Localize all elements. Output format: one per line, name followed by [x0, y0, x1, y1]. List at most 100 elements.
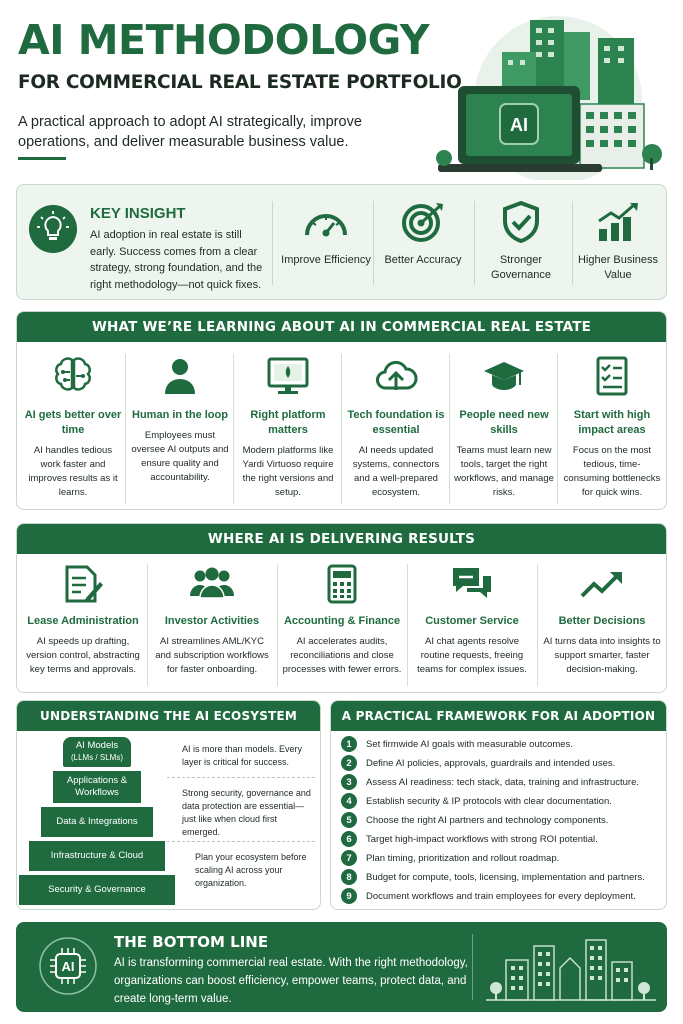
divider: [341, 354, 342, 504]
divider: [125, 354, 126, 504]
divider: [449, 354, 450, 504]
page-title: AI METHODOLOGY: [18, 16, 430, 64]
benefit-label: Improve Efficiency: [281, 254, 371, 266]
step-number: 2: [341, 755, 357, 771]
step-number: 7: [341, 850, 357, 866]
document-pen-icon: [65, 565, 103, 603]
item-text: AI streamlines AML/KYC and subscription …: [155, 636, 269, 675]
learning-item: AI gets better over time AI handles tedi…: [23, 354, 123, 500]
city-laptop-illustration: AI: [436, 16, 662, 180]
item-title: Human in the loop: [132, 409, 228, 421]
step-text: Assess AI readiness: tech stack, data, t…: [366, 776, 639, 788]
learning-item: Human in the loop Employees must oversee…: [130, 354, 230, 485]
bottom-line-text: AI is transforming commercial real estat…: [114, 957, 468, 1005]
results-section: WHERE AI IS DELIVERING RESULTS Lease Adm…: [16, 523, 667, 693]
tier-label: AI Models: [75, 740, 119, 751]
ecosystem-note: Plan your ecosystem before scaling AI ac…: [195, 852, 307, 888]
divider: [407, 564, 408, 686]
step-text: Define AI policies, approvals, guardrail…: [366, 757, 616, 769]
step-number: 3: [341, 774, 357, 790]
step-text: Budget for compute, tools, licensing, im…: [366, 871, 645, 883]
benefit-accuracy: Better Accuracy: [375, 201, 471, 291]
ecosystem-note: Strong security, governance and data pro…: [182, 788, 311, 837]
divider: [557, 354, 558, 504]
checklist-icon: [596, 356, 628, 396]
framework-step: 1 Set firmwide AI goals with measurable o…: [341, 735, 661, 753]
insight-heading: KEY INSIGHT: [90, 205, 186, 222]
result-item: Customer Service AI chat agents resolve …: [411, 564, 533, 677]
learning-item: Tech foundation is essential AI needs up…: [346, 354, 446, 500]
tier-data: Data & Integrations: [41, 807, 153, 837]
title-underline: [18, 157, 66, 160]
framework-step: 4 Establish security & IP protocols with …: [341, 792, 661, 810]
item-title: People need new skills: [459, 409, 549, 436]
step-text: Choose the right AI partners and technol…: [366, 814, 609, 826]
people-group-icon: [190, 567, 234, 599]
item-text: AI speeds up drafting, version control, …: [26, 636, 140, 675]
header: AI METHODOLOGY FOR COMMERCIAL REAL ESTAT…: [0, 0, 683, 180]
lightbulb-icon: [29, 205, 77, 253]
divider: [272, 201, 273, 285]
learning-item: Right platform matters Modern platforms …: [238, 354, 338, 500]
item-title: AI gets better over time: [24, 409, 122, 436]
step-text: Plan timing, prioritization and rollout …: [366, 852, 560, 864]
ecosystem-section: UNDERSTANDING THE AI ECOSYSTEM AI Models…: [16, 700, 321, 910]
insight-text: AI adoption in real estate is still earl…: [90, 229, 263, 291]
framework-step: 7 Plan timing, prioritization and rollout…: [341, 849, 661, 867]
growth-chart-icon: [598, 202, 638, 241]
result-item: Accounting & Finance AI accelerates audi…: [281, 564, 403, 677]
item-text: AI handles tedious work faster and impro…: [28, 445, 118, 498]
item-title: Start with high impact areas: [573, 409, 651, 436]
person-icon: [165, 359, 195, 394]
divider: [233, 354, 234, 504]
item-title: Better Decisions: [558, 615, 646, 627]
item-text: Focus on the most tedious, time-consumin…: [563, 445, 661, 498]
step-number: 4: [341, 793, 357, 809]
divider: [147, 564, 148, 686]
benefit-label: Better Accuracy: [384, 254, 462, 266]
step-text: Document workflows and train employees f…: [366, 890, 636, 902]
section-heading: WHERE AI IS DELIVERING RESULTS: [17, 524, 666, 554]
target-icon: [402, 203, 443, 242]
dashed-divider: [167, 777, 315, 778]
step-number: 1: [341, 736, 357, 752]
framework-step: 5 Choose the right AI partners and techno…: [341, 811, 661, 829]
graduation-cap-icon: [484, 362, 524, 390]
benefit-governance: Stronger Governance: [473, 201, 569, 291]
city-skyline-icon: [486, 939, 656, 1001]
tier-sub-label: (LLMs / SLMs): [70, 753, 123, 762]
speedometer-icon: [305, 214, 347, 237]
cloud-upload-icon: [376, 360, 418, 390]
key-insight-panel: KEY INSIGHT AI adoption in real estate i…: [16, 184, 667, 300]
ecosystem-note: AI is more than models. Every layer is c…: [182, 744, 303, 767]
framework-step: 3 Assess AI readiness: tech stack, data, …: [341, 773, 661, 791]
divider: [537, 564, 538, 686]
item-title: Tech foundation is essential: [347, 409, 445, 436]
item-text: AI chat agents resolve routine requests,…: [417, 636, 527, 675]
tagline: A practical approach to adopt AI strateg…: [18, 114, 362, 150]
tier-security: Security & Governance: [19, 875, 175, 905]
item-text: AI needs updated systems, connectors and…: [352, 445, 440, 498]
item-text: Employees must oversee AI outputs and en…: [131, 430, 229, 483]
result-item: Better Decisions AI turns data into insi…: [541, 564, 663, 677]
trend-up-icon: [580, 572, 622, 598]
tier-infrastructure: Infrastructure & Cloud: [29, 841, 165, 871]
dashed-divider: [167, 841, 315, 842]
step-text: Set firmwide AI goals with measurable ou…: [366, 738, 573, 750]
calculator-icon: [327, 564, 357, 604]
item-title: Investor Activities: [164, 615, 260, 627]
section-heading: A PRACTICAL FRAMEWORK FOR AI ADOPTION: [331, 701, 666, 731]
step-number: 5: [341, 812, 357, 828]
benefit-label: Higher Business Value: [577, 254, 659, 281]
benefit-value: Higher Business Value: [570, 201, 666, 291]
step-text: Establish security & IP protocols with c…: [366, 795, 612, 807]
result-item: Investor Activities AI streamlines AML/K…: [151, 564, 273, 677]
framework-step: 2 Define AI policies, approvals, guardrai…: [341, 754, 661, 772]
item-text: AI accelerates audits, reconciliations a…: [282, 636, 402, 675]
step-number: 9: [341, 888, 357, 904]
item-text: AI turns data into insights to support s…: [543, 636, 661, 675]
ai-chip-icon: AI: [39, 937, 97, 995]
item-text: Teams must learn new tools, target the r…: [454, 445, 554, 498]
tier-ai-models: AI Models (LLMs / SLMs): [63, 737, 131, 767]
chat-bubbles-icon: [453, 568, 491, 598]
